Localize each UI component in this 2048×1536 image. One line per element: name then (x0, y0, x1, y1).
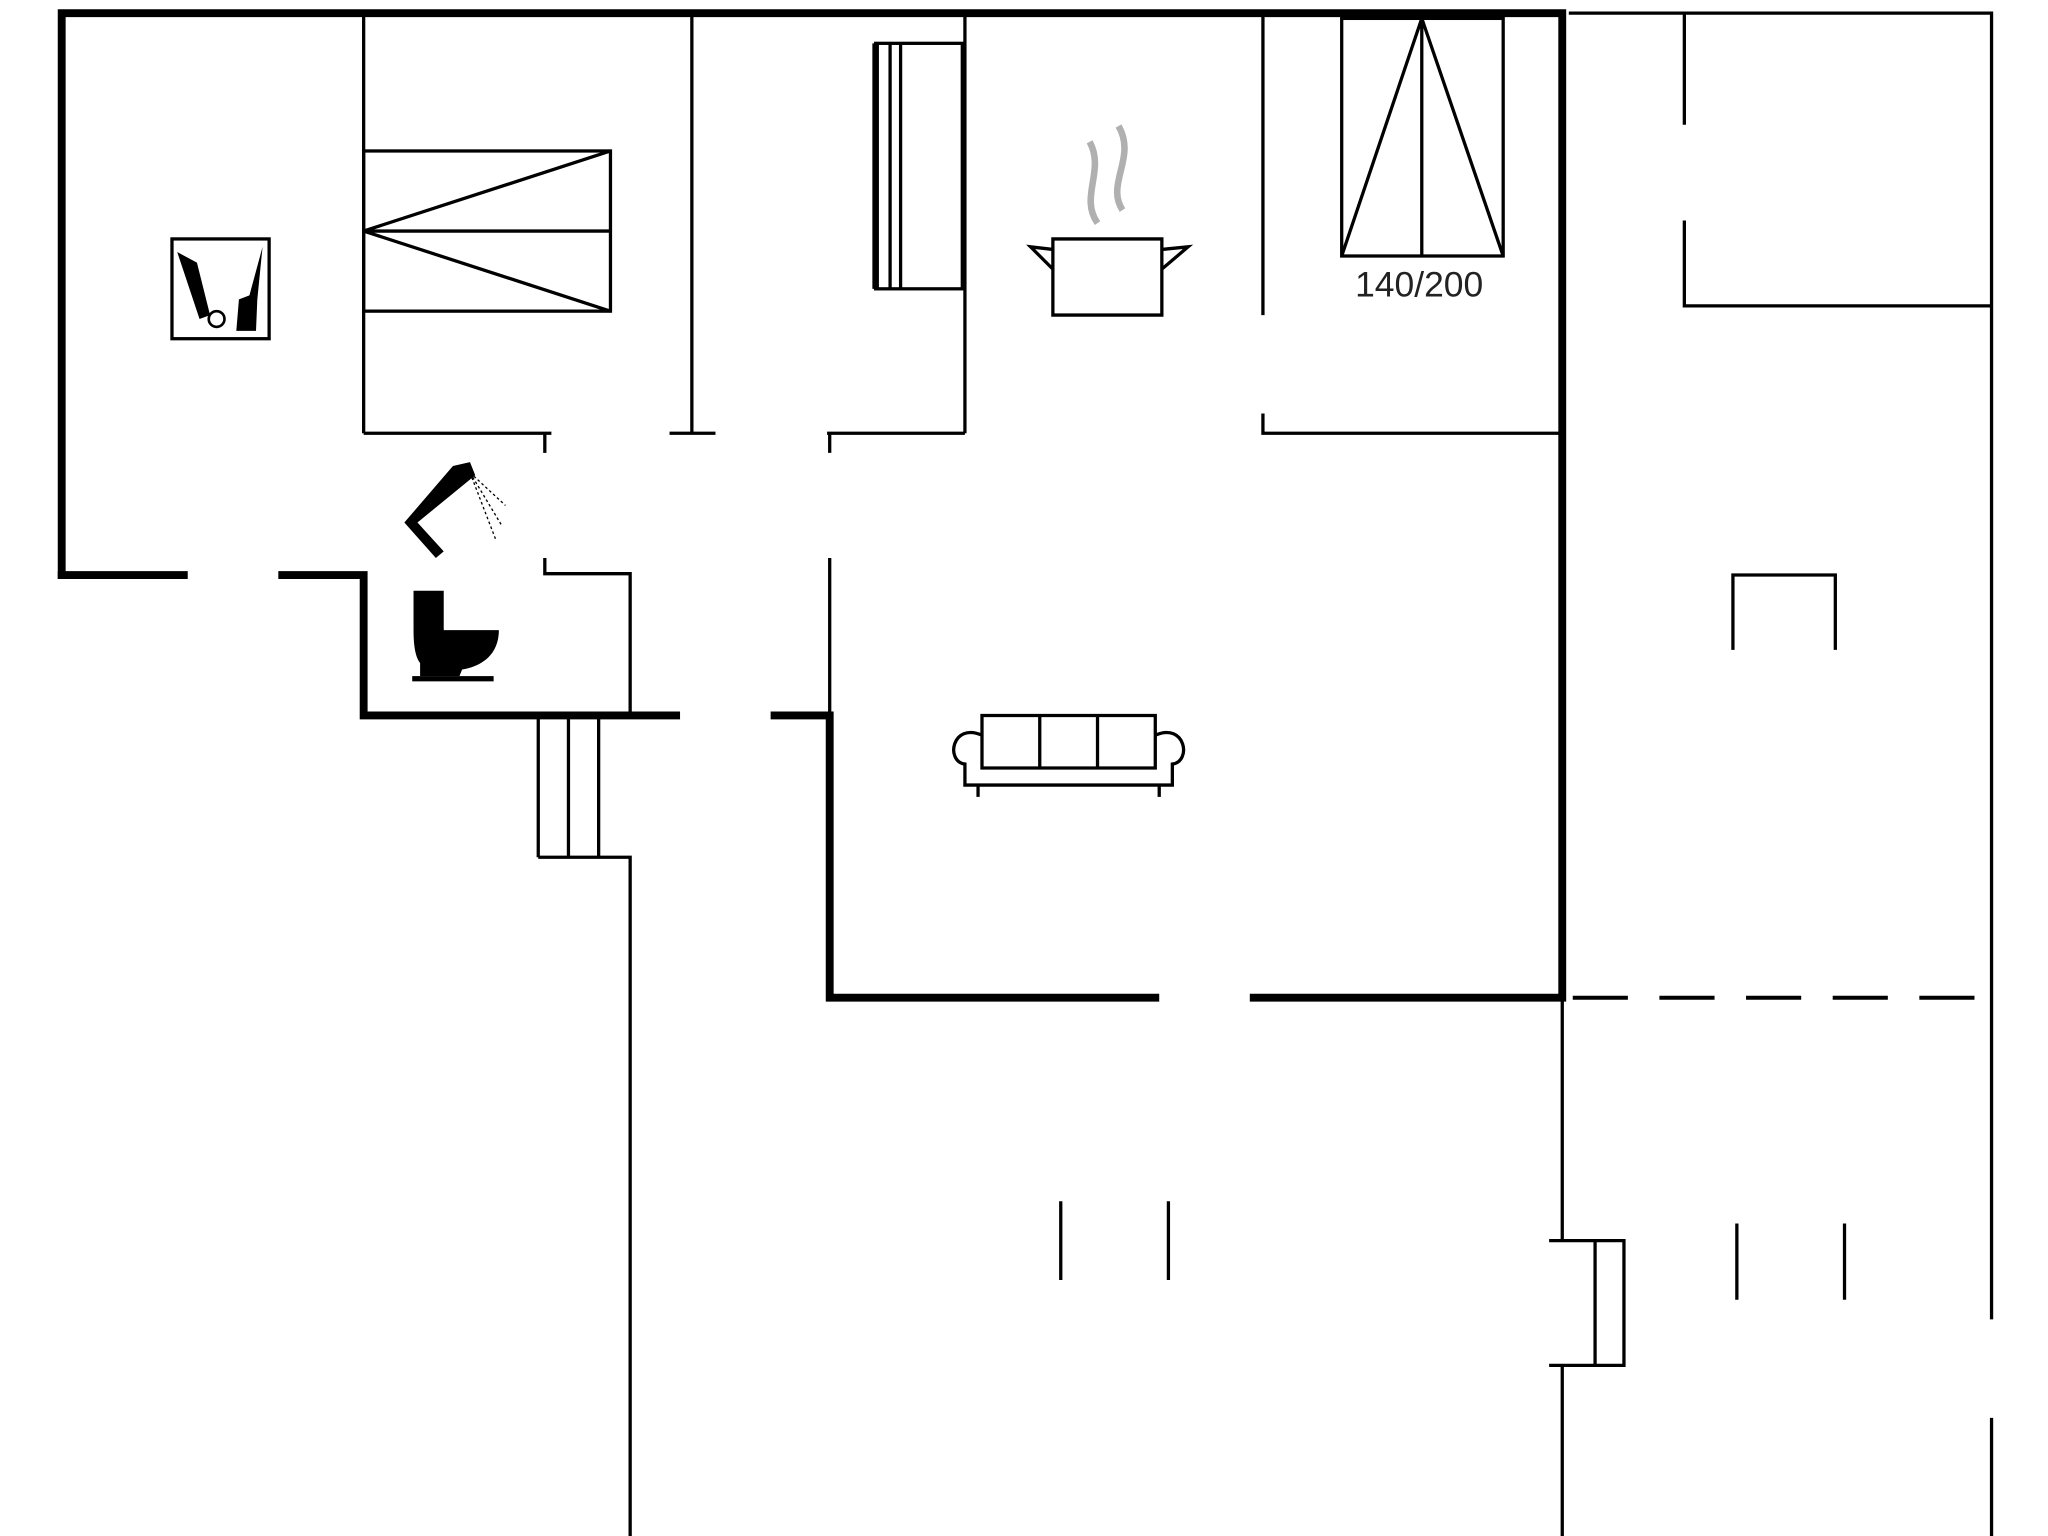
outdoor-lines (536, 11, 1994, 1536)
shower-icon (404, 462, 506, 558)
bed-size-label: 140/200 (1355, 265, 1483, 305)
utility-room-icon (170, 237, 271, 341)
double-bed-icon: 140/200 (1340, 16, 1505, 305)
sofa-icon (952, 713, 1186, 797)
interior-walls (362, 13, 1563, 716)
bed-icon (362, 149, 613, 313)
toilet-icon (412, 590, 499, 682)
kitchen-pot-icon (1026, 124, 1194, 317)
wardrobe-icon (872, 41, 964, 291)
exterior-walls (57, 9, 1567, 1002)
